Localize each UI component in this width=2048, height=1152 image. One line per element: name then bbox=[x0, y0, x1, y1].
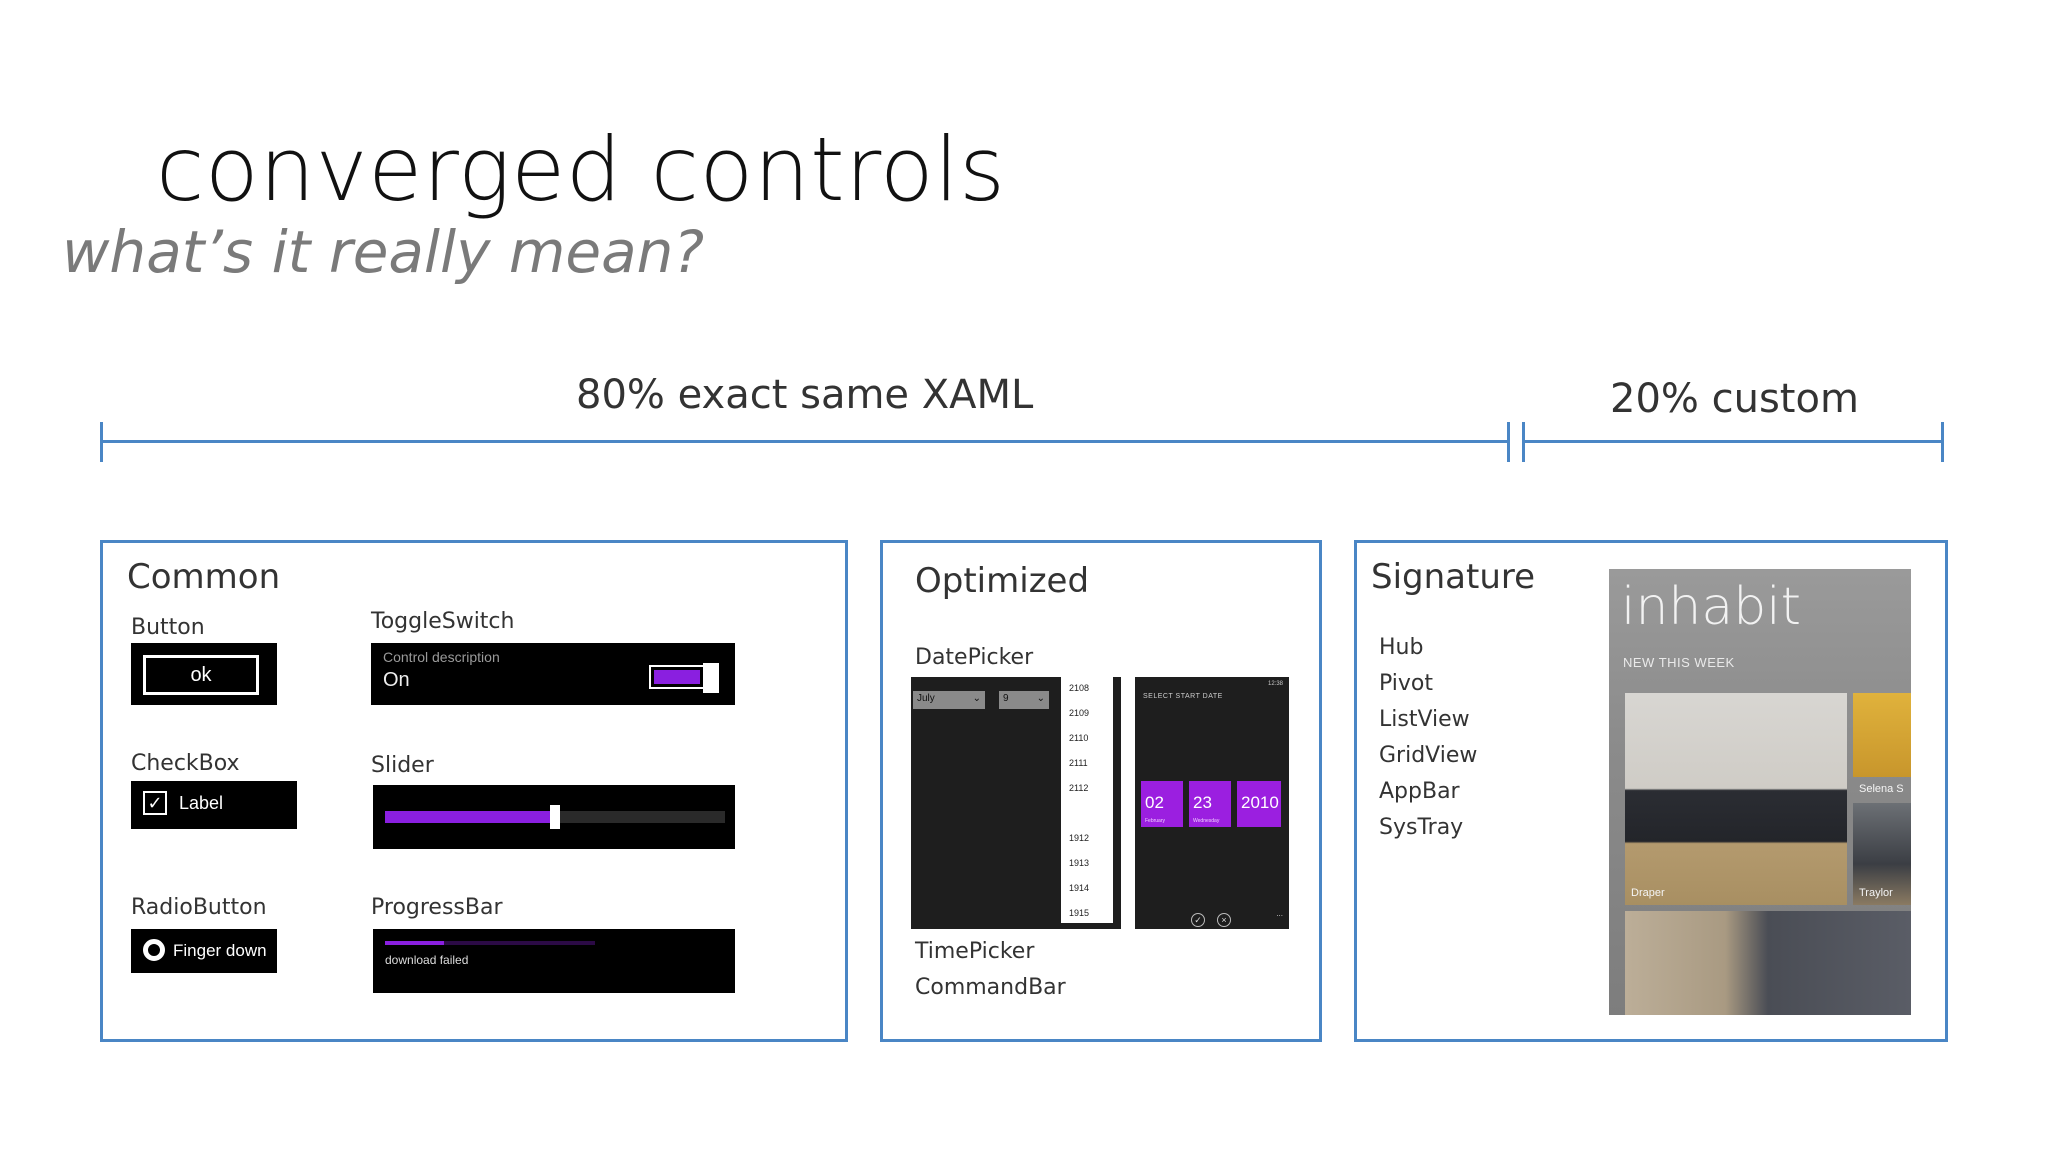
select-date-header: SELECT START DATE bbox=[1143, 693, 1223, 700]
toggle-thumb[interactable] bbox=[703, 663, 719, 693]
slide-title: converged controls bbox=[156, 118, 1006, 221]
checkbox-label: CheckBox bbox=[131, 751, 240, 776]
year-item[interactable]: 2111 bbox=[1069, 758, 1088, 768]
radio-button[interactable] bbox=[143, 939, 165, 961]
slider-sample bbox=[373, 785, 735, 849]
month-tile-value: 02 bbox=[1145, 793, 1164, 812]
year-item[interactable]: 2112 bbox=[1069, 783, 1089, 793]
year-item[interactable]: 2110 bbox=[1069, 733, 1089, 743]
button-sample: ok bbox=[131, 643, 277, 705]
progress-track bbox=[385, 941, 595, 945]
day-tile-sub: Wednesday bbox=[1193, 818, 1220, 824]
list-item-listview: ListView bbox=[1379, 707, 1470, 732]
check-icon: ✓ bbox=[147, 792, 163, 813]
signature-title: Signature bbox=[1371, 557, 1536, 597]
sofa-photo[interactable] bbox=[1625, 693, 1847, 905]
app-tagline: NEW THIS WEEK bbox=[1623, 655, 1735, 670]
radiobutton-sample: Finger down bbox=[131, 929, 277, 973]
datepicker-label: DatePicker bbox=[915, 645, 1034, 670]
day-value: 9 bbox=[1003, 693, 1009, 704]
toggleswitch-label: ToggleSwitch bbox=[371, 609, 515, 634]
radio-text: Finger down bbox=[173, 941, 267, 960]
chevron-down-icon: ⌄ bbox=[972, 693, 981, 704]
year-list[interactable]: 2108 2109 2110 2111 2112 1912 1913 1914 … bbox=[1061, 677, 1113, 923]
ok-button[interactable]: ok bbox=[143, 655, 259, 695]
list-item-appbar: AppBar bbox=[1379, 779, 1460, 804]
list-item-systray: SysTray bbox=[1379, 815, 1464, 840]
radiobutton-label: RadioButton bbox=[131, 895, 267, 920]
optimized-panel: Optimized DatePicker July⌄ 9⌄ 2108 2109 … bbox=[880, 540, 1322, 1042]
month-tile-sub: February bbox=[1145, 818, 1166, 824]
slider-label: Slider bbox=[371, 753, 434, 778]
room-photo[interactable] bbox=[1853, 803, 1911, 905]
toggle-description: Control description bbox=[383, 649, 500, 665]
progress-fill bbox=[385, 941, 444, 945]
progress-text: download failed bbox=[385, 953, 469, 967]
year-item[interactable]: 2109 bbox=[1069, 708, 1090, 718]
app-brand: inhabit bbox=[1621, 577, 1802, 637]
month-value: July bbox=[917, 693, 935, 704]
accept-icon[interactable]: ✓ bbox=[1191, 913, 1205, 927]
list-item-gridview: GridView bbox=[1379, 743, 1478, 768]
month-select[interactable]: July ⌄ bbox=[913, 691, 985, 709]
day-select[interactable]: 9⌄ bbox=[999, 691, 1049, 709]
toggle-fill bbox=[654, 670, 700, 684]
toggle-state: On bbox=[383, 669, 410, 691]
commandbar-label: CommandBar bbox=[915, 975, 1066, 1000]
more-icon[interactable]: ... bbox=[1276, 909, 1283, 918]
year-item[interactable]: 1912 bbox=[1069, 833, 1090, 843]
common-panel: Common Button ok ToggleSwitch Control de… bbox=[100, 540, 848, 1042]
year-item[interactable]: 2108 bbox=[1069, 683, 1090, 693]
yellow-photo[interactable] bbox=[1853, 693, 1911, 777]
bracket-left-label: 80% exact same XAML bbox=[576, 372, 1034, 418]
datepicker-screen-1: July⌄ 9⌄ 2108 2109 2110 2111 2112 1912 1… bbox=[911, 677, 1121, 929]
year-tile-value: 2010 bbox=[1241, 793, 1279, 812]
day-tile-value: 23 bbox=[1193, 793, 1212, 812]
button-label: Button bbox=[131, 615, 205, 640]
bracket-right bbox=[1522, 422, 1944, 462]
clock-text: 12:38 bbox=[1267, 681, 1283, 687]
chairs-photo[interactable] bbox=[1625, 911, 1911, 1015]
cancel-icon[interactable]: × bbox=[1217, 913, 1231, 927]
optimized-title: Optimized bbox=[915, 561, 1090, 601]
bracket-right-label: 20% custom bbox=[1610, 376, 1859, 422]
inhabit-app-screenshot: inhabit NEW THIS WEEK Draper Selena S Tr… bbox=[1609, 569, 1911, 1015]
slide-subtitle: what’s it really mean? bbox=[62, 218, 705, 286]
toggleswitch-sample: Control description On bbox=[371, 643, 735, 705]
year-item[interactable]: 1914 bbox=[1069, 883, 1090, 893]
bracket-left bbox=[100, 422, 1510, 462]
caption-traylor: Traylor bbox=[1859, 887, 1893, 899]
year-item[interactable]: 1915 bbox=[1069, 908, 1090, 918]
checkbox-sample: ✓ Label bbox=[131, 781, 297, 829]
chevron-down-icon: ⌄ bbox=[1036, 693, 1045, 704]
list-item-hub: Hub bbox=[1379, 635, 1424, 660]
caption-selena: Selena S bbox=[1859, 783, 1904, 795]
timepicker-label: TimePicker bbox=[915, 939, 1035, 964]
progressbar-sample: download failed bbox=[373, 929, 735, 993]
checkbox-text: Label bbox=[179, 793, 224, 813]
caption-draper: Draper bbox=[1631, 887, 1665, 899]
list-item-pivot: Pivot bbox=[1379, 671, 1434, 696]
toggle-switch[interactable] bbox=[649, 663, 719, 693]
checkbox[interactable]: ✓ bbox=[143, 791, 167, 815]
year-tile[interactable]: 2010 bbox=[1237, 781, 1281, 827]
slider-thumb[interactable] bbox=[550, 805, 560, 829]
progressbar-label: ProgressBar bbox=[371, 895, 503, 920]
common-title: Common bbox=[127, 557, 281, 597]
year-item[interactable]: 1913 bbox=[1069, 858, 1090, 868]
slider-fill bbox=[385, 811, 555, 823]
signature-panel: Signature Hub Pivot ListView GridView Ap… bbox=[1354, 540, 1948, 1042]
slider-track[interactable] bbox=[385, 805, 725, 829]
